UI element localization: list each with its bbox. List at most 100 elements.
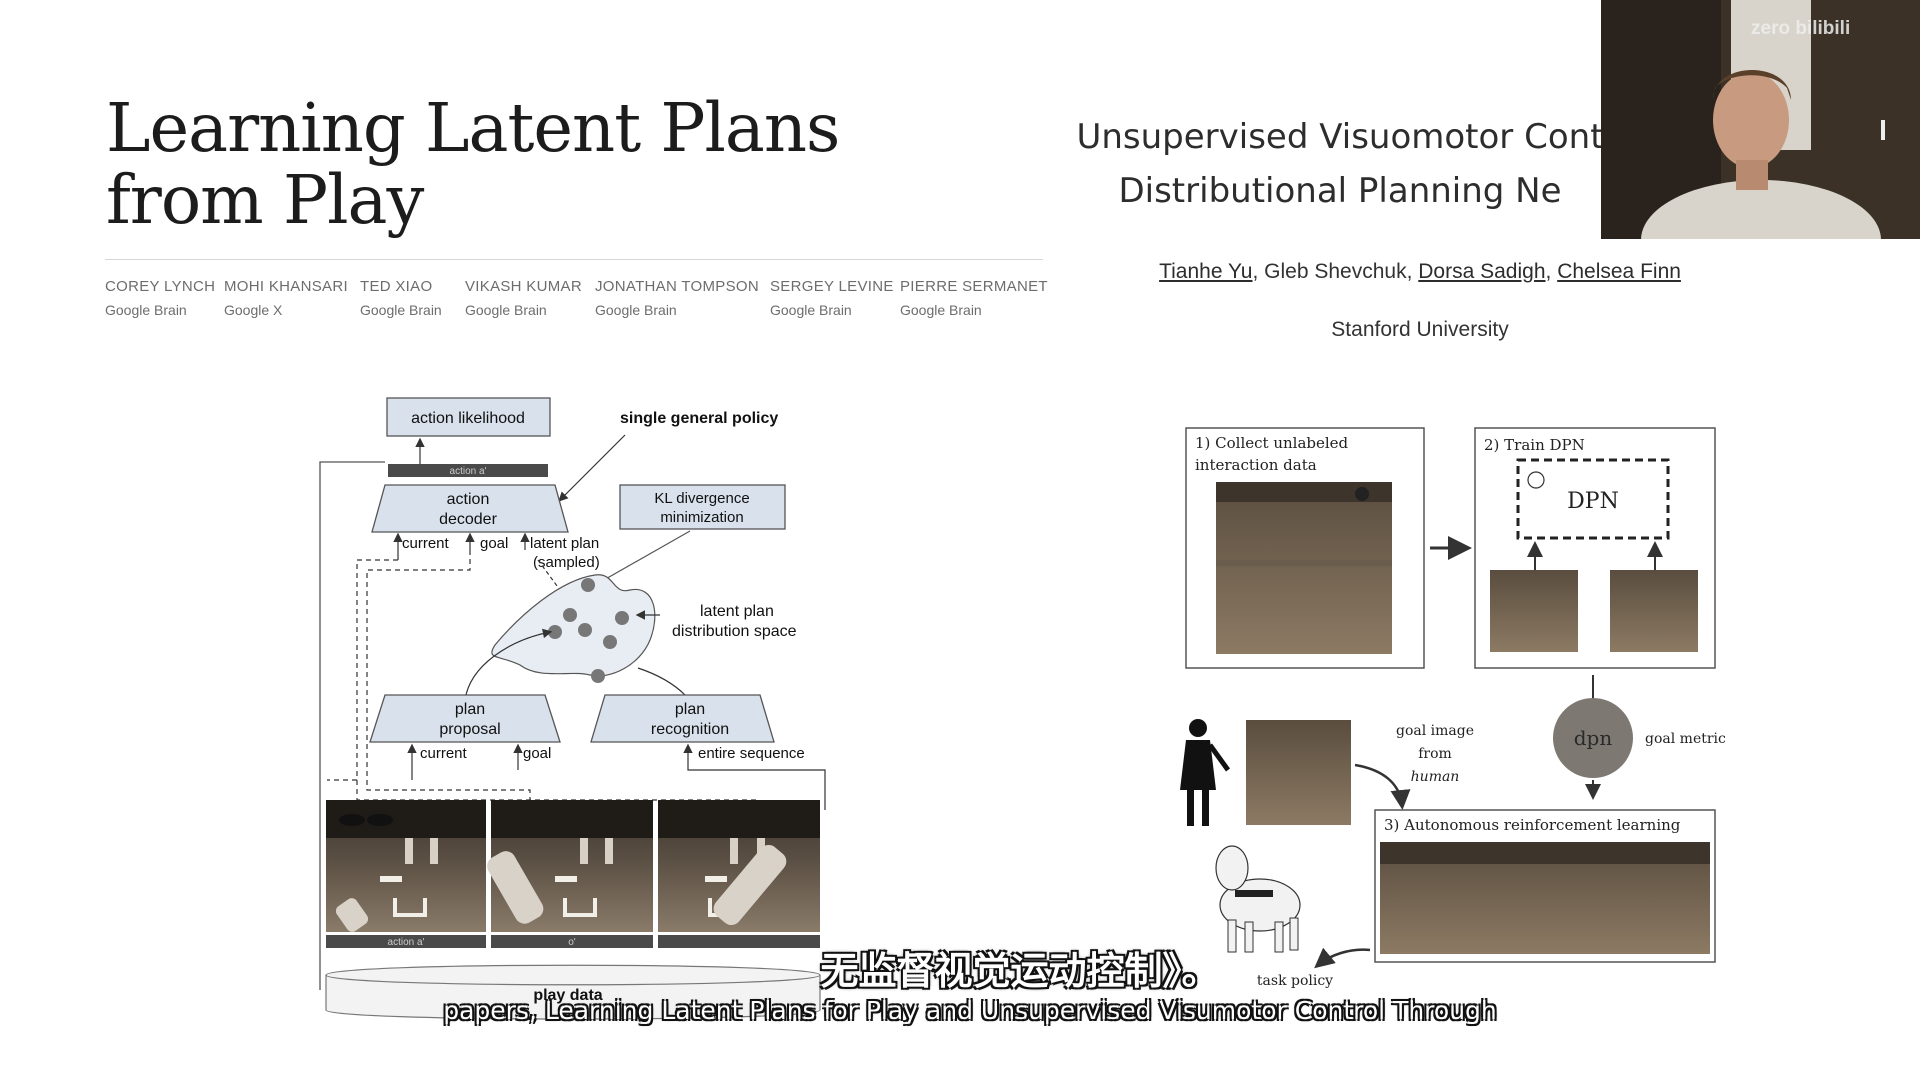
distribution-space-label: latent plan [700,603,774,620]
author-affiliation: Google Brain [595,302,677,318]
author-name: VIKASH KUMAR [465,278,582,295]
robot-dog-icon [1215,845,1301,953]
latent-plans-diagram: action likelihood action a' single gener… [319,397,826,1020]
plan-proposal-box [369,694,561,743]
right-title-line-2: Distributional Planning Ne [1118,171,1562,211]
obs-strip [491,935,653,948]
left-title-line-2: from Play [106,161,424,239]
left-title-line-1: Learning Latent Plans [106,89,840,167]
step1-label: 1) Collect unlabeled [1195,434,1349,452]
plan-recognition-box [590,694,775,743]
image-detail [1380,842,1710,864]
play-frame-1 [326,800,486,932]
subtitle-english: papers, Learning Latent Plans for Play a… [443,996,1497,1025]
watermark: zero bilibili [1751,18,1851,39]
latent-space-blob [491,574,656,677]
goal-image-label: human [1411,769,1460,785]
right-author-list: Tianhe Yu, Gleb Shevchuk, Dorsa Sadigh, … [1100,260,1740,284]
action-strip-top [388,464,548,477]
author-name: JONATHAN TOMPSON [595,278,759,295]
author-name: Gleb Shevchuk [1264,260,1407,283]
dpn-diagram: 1) Collect unlabeled interaction data 2)… [1180,427,1726,989]
image-detail [1216,560,1392,566]
author-name: PIERRE SERMANET [900,278,1048,295]
kl-label: KL divergence [654,490,749,507]
author-link[interactable]: Chelsea Finn [1557,260,1681,283]
webcam-overlay: zero bilibili [1601,0,1920,239]
single-general-policy-label: single general policy [620,410,778,427]
play-frame-3 [658,800,820,932]
dashed-current-line [327,559,398,781]
step2-label: 2) Train DPN [1484,436,1585,454]
interaction-data-image [1216,482,1392,654]
play-data-cylinder-rim [325,974,821,986]
latent-point [581,578,595,592]
author-affiliation: Google Brain [900,302,982,318]
task-policy-label: task policy [1257,973,1333,989]
current-label: current [420,745,468,762]
obs-strip [658,935,820,948]
left-paper-title: Learning Latent Plans from Play [106,92,866,236]
author-name: MOHI KHANSARI [224,278,348,295]
latent-point [603,635,617,649]
author-separator: , [1252,260,1265,283]
author-name: SERGEY LEVINE [770,278,894,295]
action-likelihood-box [386,397,551,437]
plan-recognition-label: recognition [651,721,729,738]
feedback-line [319,461,385,990]
play-data-cylinder [325,964,821,1020]
author-link[interactable]: Dorsa Sadigh [1418,260,1546,283]
recognition-curve [637,667,686,696]
plan-proposal-label: proposal [439,721,500,738]
arrow [558,434,626,502]
author-link[interactable]: Tianhe Yu [1159,260,1253,283]
latent-point [548,625,562,639]
goal-image-label: goal image [1396,723,1474,739]
latent-point [615,611,629,625]
arrow [464,628,553,701]
subtitle-chinese: 无监督视觉运动控制》。 [820,949,1220,993]
goal-label: goal [523,745,551,762]
goal-metric-label: goal metric [1645,731,1726,747]
action-decoder-box [371,484,569,533]
info-icon [1527,471,1545,489]
latent-point [578,623,592,637]
dashed-sample-line [537,559,561,591]
latent-point [563,608,577,622]
right-paper-title: Unsupervised Visuomotor Cont Distributio… [1000,110,1680,218]
author-affiliation: Google Brain [105,302,187,318]
distribution-space-label: distribution space [672,623,797,640]
author-affiliation: Google Brain [770,302,852,318]
observation-cube-2 [1610,570,1698,652]
author-entry: JONATHAN TOMPSON Google Brain [595,278,759,318]
author-entry: SERGEY LEVINE Google Brain [770,278,894,318]
dpn-circle-label: dpn [1574,726,1613,750]
action-strip-bottom-label: action a' [388,937,425,948]
current-label: current [402,535,450,552]
human-icon [1180,719,1231,826]
latent-plan-label: latent plan [530,535,599,552]
image-detail [1355,487,1369,501]
author-separator: , [1545,260,1558,283]
kl-label: minimization [660,509,743,526]
goal-image-label: from [1418,746,1452,762]
entire-sequence-label: entire sequence [698,745,805,762]
author-entry: PIERRE SERMANET Google Brain [900,278,1048,318]
sampled-label: (sampled) [533,554,600,571]
presenter-video [1601,0,1920,239]
arrow [1354,763,1411,810]
author-entry: MOHI KHANSARI Google X [224,278,348,318]
author-affiliation: Google X [224,302,283,318]
action-strip-top-label: action a' [450,466,487,477]
arrow [1314,947,1371,969]
goal-label: goal [480,535,508,552]
image-detail [1216,482,1392,502]
author-affiliation: Google Brain [360,302,442,318]
action-decoder-label: action [447,491,490,508]
goal-image [1246,720,1351,825]
step3-label: 3) Autonomous reinforcement learning [1384,816,1681,834]
author-separator: , [1406,260,1419,283]
